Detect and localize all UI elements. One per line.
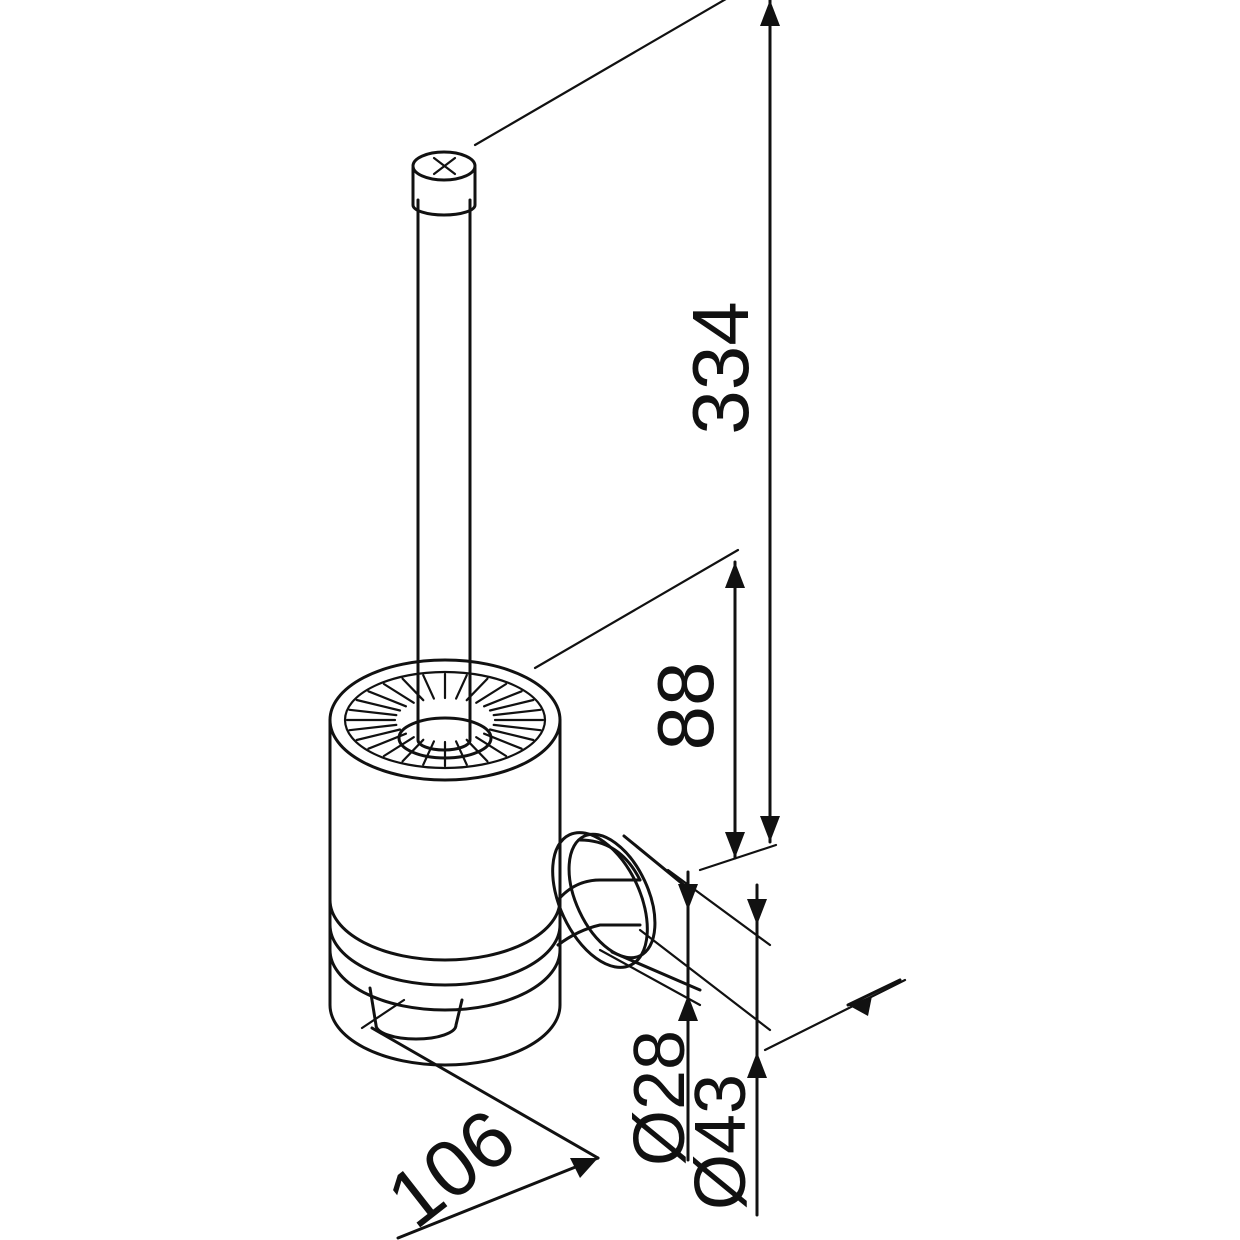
holder-cup [328,658,562,1067]
vent-slot [422,674,435,700]
cap-cross-icon [432,156,457,176]
vent-slot [367,690,407,708]
vent-slot [348,723,398,732]
vent-slot [483,690,523,708]
dim-projection-label: 106 [371,1092,531,1240]
wall-rosette [551,831,702,992]
vent-slot [455,674,468,700]
brush-collar [397,713,493,760]
dim-rosette-inner: Ø28 [620,870,700,1166]
vent-slot [475,736,508,758]
vent-slot [475,682,508,704]
vent-slot [348,708,398,717]
vent-slot [355,728,402,742]
extension-lines [360,0,907,1052]
dim-overall-height: 334 [676,0,780,844]
dim-holder-height: 88 [641,560,745,860]
vent-slot [355,698,402,712]
vent-slot [422,740,435,766]
handle-cap [411,150,477,217]
dim-rosette-outer-label: Ø43 [681,1074,761,1210]
vent-slot [382,682,415,704]
dim-rosette-outer: Ø43 [681,883,767,1217]
brush-handle [416,198,472,732]
vent-slot [488,698,535,712]
vent-slot [488,728,535,742]
dim-holder-height-label: 88 [641,662,730,751]
dim-rosette-inner-label: Ø28 [620,1030,700,1166]
cup-ventilation-slots [345,672,545,768]
vent-slot [492,723,542,732]
vent-slot [465,677,489,702]
vent-slot [492,708,542,717]
vent-slot [401,677,425,702]
dim-overall-height-label: 334 [676,301,765,434]
vent-slot [382,736,415,758]
vent-slot [455,740,468,766]
